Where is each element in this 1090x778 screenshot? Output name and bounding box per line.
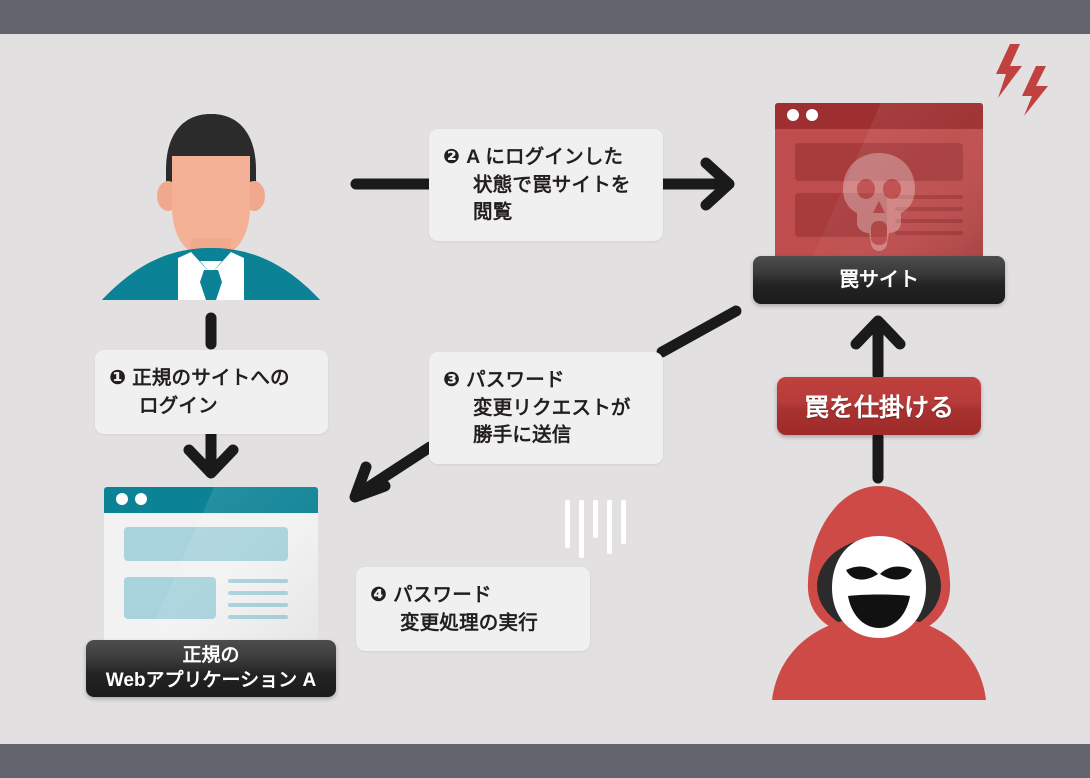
attacker-action-button[interactable]: 罠を仕掛ける (777, 377, 981, 435)
lightning-bolts-icon (996, 44, 1048, 116)
trap-site-caption-bar: 罠サイト (753, 256, 1005, 304)
step-1-marker: ❶ (109, 367, 127, 389)
alert-bolts (996, 44, 1048, 116)
arrow-head-down-left (349, 461, 391, 503)
arrow-head-down (183, 444, 239, 479)
bottom-band (0, 744, 1090, 778)
arrow-head-right (700, 157, 735, 211)
attacker-action-label: 罠を仕掛ける (803, 394, 954, 422)
speed-lines (565, 500, 626, 558)
attacker-avatar (772, 486, 986, 700)
legit-site-caption-bar: 正規の Webアプリケーション A (86, 640, 336, 697)
arrow-head-up (850, 315, 906, 350)
hooded-hacker-avatar-icon (772, 486, 986, 700)
arrow-trap-to-app-upper (656, 305, 742, 358)
step-2-marker: ❷ (443, 146, 461, 168)
legit-site-window (104, 487, 318, 647)
trap-site-caption: 罠サイト (839, 269, 919, 291)
step-3-marker: ❸ (443, 369, 461, 391)
user-avatar (102, 114, 320, 300)
legit-site-caption: 正規の Webアプリケーション A (105, 644, 317, 691)
step-4-marker: ❹ (370, 584, 388, 606)
trap-site-window (775, 103, 983, 261)
businessman-avatar-icon (102, 114, 320, 300)
top-band (0, 0, 1090, 34)
